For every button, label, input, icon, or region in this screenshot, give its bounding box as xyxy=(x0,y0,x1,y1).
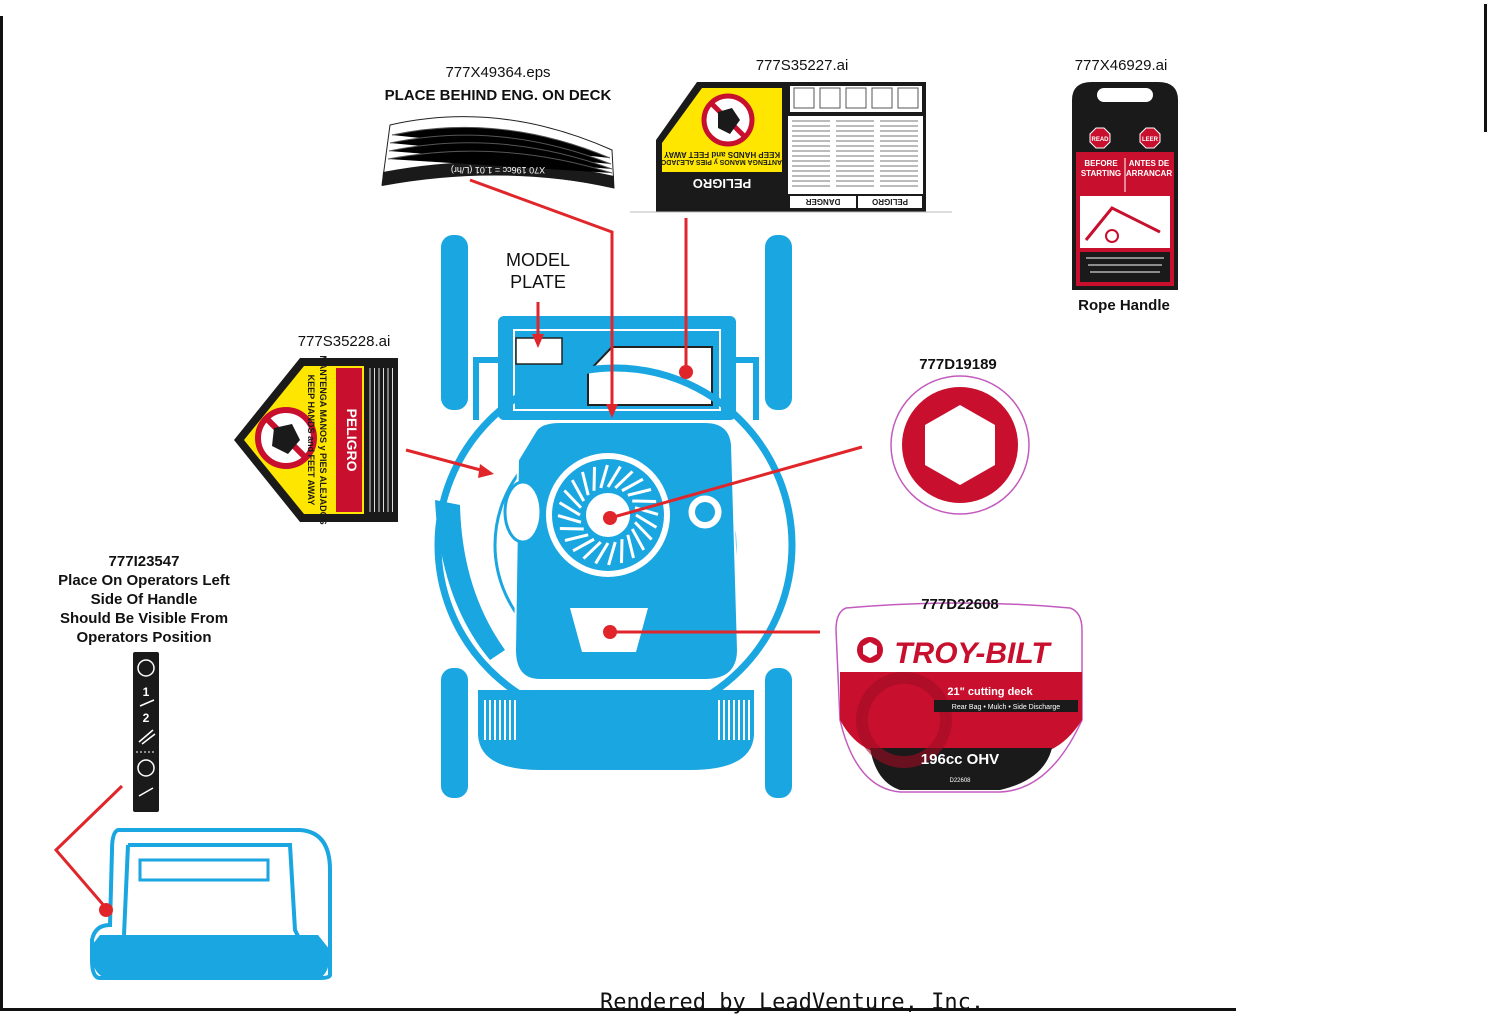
model-plate-label-line1: MODEL xyxy=(505,250,570,270)
wheel-front-right xyxy=(765,235,792,410)
dot-35227 xyxy=(679,365,693,379)
label-777X46929: 777X46929.ai xyxy=(1074,57,1168,74)
decal-keep-away-en: KEEP HANDS and FEET AWAY xyxy=(306,375,316,506)
front-housing-inner xyxy=(513,329,721,411)
strip-step-1: 1 xyxy=(143,685,150,699)
strut-left xyxy=(473,357,498,420)
fuel-cap xyxy=(503,480,543,544)
strip-step-2: 2 xyxy=(143,711,150,725)
tag-before-1: BEFORE xyxy=(1084,159,1118,168)
wheel-front-left xyxy=(441,235,468,410)
decal-keep-hands-en: KEEP HANDS and FEET AWAY xyxy=(663,150,780,159)
decal-danger-es: PELIGRO xyxy=(872,197,908,206)
tag-leer: LEER xyxy=(1142,137,1159,143)
decal-keep-away-es: MANTENGA MANOS y PIES ALEJADOS xyxy=(318,355,328,524)
decal-777D22608: TROY-BILT 21" cutting deck Rear Bag • Mu… xyxy=(835,602,1083,793)
arrowhead-35228 xyxy=(478,464,494,478)
note-777X46929: Rope Handle xyxy=(1078,297,1170,314)
mower-illustration xyxy=(434,235,796,798)
badge-deck-modes: Rear Bag • Mulch • Side Discharge xyxy=(952,704,1061,711)
page-border-right xyxy=(1484,4,1487,132)
badge-engine-code: D22608 xyxy=(949,778,971,784)
dot-23547 xyxy=(99,903,113,917)
badge-engine: 196cc OHV xyxy=(921,751,999,768)
recoil-vents xyxy=(557,464,659,566)
leader-35228 xyxy=(405,448,489,474)
model-plate-label-line2: PLATE xyxy=(510,272,566,292)
decal-777D19189 xyxy=(890,375,1030,515)
note-777I23547-line2: Side Of Handle xyxy=(90,591,198,608)
decal-777S35228: PELIGRO MANTENGA MANOS y PIES ALEJADOS K… xyxy=(234,355,398,525)
air-filter-center xyxy=(695,502,715,522)
leader-lines xyxy=(53,178,863,909)
note-777I23547-line3: Should Be Visible From xyxy=(59,610,229,627)
label-777S35228: 777S35228.ai xyxy=(297,333,391,350)
rear-grille xyxy=(484,700,750,740)
label-777D22608: 777D22608 xyxy=(921,596,999,613)
note-777I23547-line1: Place On Operators Left xyxy=(58,572,230,589)
decal-777X49364: X70 196cc = 1.01 (L/hr) xyxy=(381,116,615,189)
page-border-left xyxy=(0,16,3,1011)
decal-danger-en: DANGER xyxy=(805,197,840,206)
decal-danger-big: PELIGRO xyxy=(693,176,752,191)
badge-deck-size: 21" cutting deck xyxy=(947,686,1033,698)
housing-decal-outline xyxy=(587,346,713,406)
leader-49364 xyxy=(469,178,614,412)
label-777I23547: 777I23547 xyxy=(108,553,180,570)
decal-777S35227: KEEP HANDS and FEET AWAY MANTENGA MANOS … xyxy=(630,82,952,213)
leader-19189 xyxy=(609,445,863,520)
badge-brand: TROY-BILT xyxy=(894,637,1052,670)
decal-777I23547: 1 2 xyxy=(133,652,159,812)
arrowhead-model-plate xyxy=(532,334,544,348)
tag-read: READ xyxy=(1091,137,1109,143)
tag-antes-1: ANTES DE xyxy=(1129,159,1170,168)
label-777X49364: 777X49364.eps xyxy=(445,64,551,81)
note-777X49364: PLACE BEHIND ENG. ON DECK xyxy=(384,87,612,104)
strut-right xyxy=(736,357,759,420)
leader-23547 xyxy=(53,784,124,909)
decal-peligro-danger: PELIGRO xyxy=(344,408,360,471)
deck-guard xyxy=(435,500,505,660)
label-777D19189: 777D19189 xyxy=(919,356,997,373)
decal-keep-hands-es: MANTENGA MANOS y PIES ALEJADOS xyxy=(656,158,788,165)
dot-22608 xyxy=(603,625,617,639)
decal-777X46929: READ LEER BEFORE STARTING ANTES DE ARRAN… xyxy=(1072,82,1178,290)
tag-antes-2: ARRANCAR xyxy=(1126,169,1172,178)
page-border-bottom xyxy=(0,1008,1236,1011)
footer-credit: Rendered by LeadVenture, Inc. xyxy=(600,990,985,1015)
wheel-rear-right xyxy=(765,668,792,798)
decal-fuel-text: X70 196cc = 1.01 (L/hr) xyxy=(451,165,545,175)
dot-19189 xyxy=(603,511,617,525)
handle-illustration xyxy=(90,828,332,980)
mower-rear-body xyxy=(478,690,754,770)
arrowhead-49364 xyxy=(606,404,618,418)
deck-outer-ring xyxy=(434,364,796,726)
note-777I23547-line4: Operators Position xyxy=(76,629,212,646)
label-777S35227: 777S35227.ai xyxy=(755,57,849,74)
tag-before-2: STARTING xyxy=(1081,169,1121,178)
wheel-rear-left xyxy=(441,668,468,798)
